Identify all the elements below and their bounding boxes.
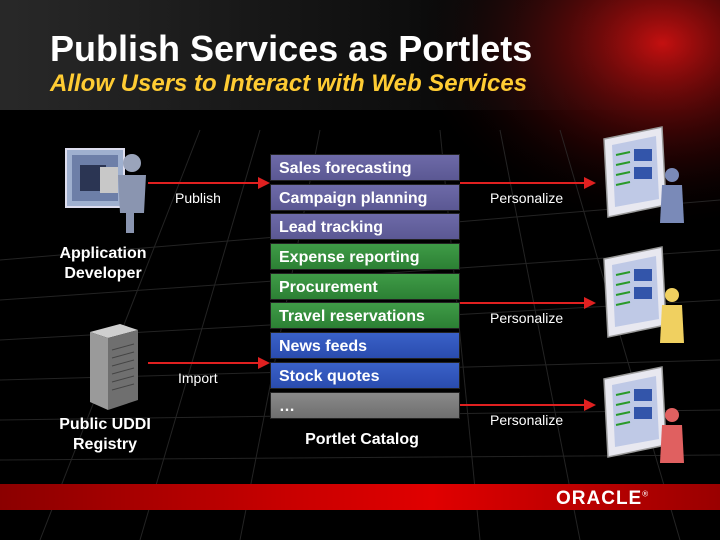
personalize-label-1: Personalize — [490, 190, 564, 206]
catalog-item-news-feeds: News feeds — [270, 332, 460, 360]
catalog-item-lead-tracking: Lead tracking — [270, 213, 460, 241]
oracle-logo: ORACLE® — [556, 488, 650, 509]
registry-label: Public UDDI Registry — [59, 416, 151, 453]
developer-label: Application Developer — [59, 245, 147, 282]
portlet-catalog: Sales forecasting Campaign planning Lead… — [270, 154, 460, 421]
footer-bar — [0, 484, 720, 510]
personalize-arrow-3 — [460, 399, 596, 411]
catalog-item-procurement: Procurement — [270, 272, 460, 300]
import-arrow — [148, 357, 270, 369]
catalog-item-more: … — [270, 391, 460, 419]
catalog-item-sales-forecasting: Sales forecasting — [270, 154, 460, 181]
developer-icon — [65, 148, 146, 233]
personalize-label-3: Personalize — [490, 412, 564, 428]
catalog-item-stock-quotes: Stock quotes — [270, 361, 460, 389]
publish-label: Publish — [175, 190, 221, 206]
server-icon — [90, 324, 138, 410]
page-subtitle: Allow Users to Interact with Web Service… — [50, 70, 528, 97]
page-title: Publish Services as Portlets — [50, 28, 533, 69]
user-portal-icon-1 — [603, 126, 684, 223]
catalog-item-travel-reservations: Travel reservations — [270, 302, 460, 330]
user-portal-icon-3 — [603, 366, 684, 463]
catalog-item-campaign-planning: Campaign planning — [270, 183, 460, 211]
personalize-arrow-2 — [460, 297, 596, 309]
catalog-item-expense-reporting: Expense reporting — [270, 243, 460, 271]
personalize-arrow-1 — [460, 177, 596, 189]
catalog-caption: Portlet Catalog — [305, 431, 419, 448]
import-label: Import — [178, 370, 218, 386]
publish-arrow — [148, 177, 270, 189]
personalize-label-2: Personalize — [490, 310, 564, 326]
user-portal-icon-2 — [603, 246, 684, 343]
brand-text: ORACLE — [556, 488, 643, 509]
